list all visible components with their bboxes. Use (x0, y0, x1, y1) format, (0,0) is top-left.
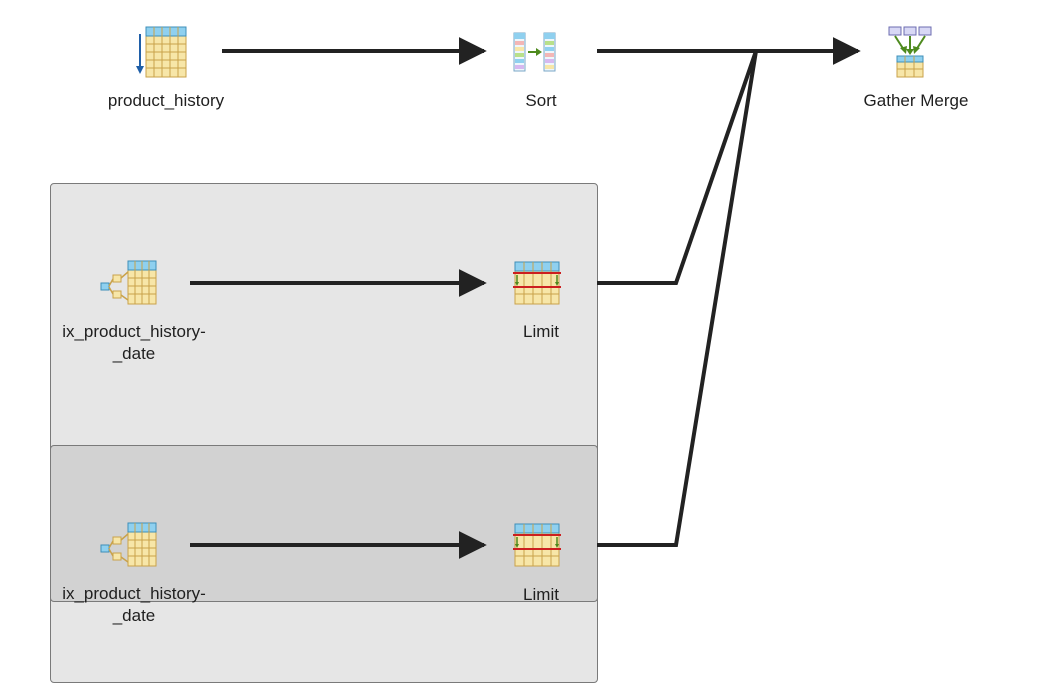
node-label: Limit (523, 322, 559, 341)
edge-limit-1-to-gather-merge (597, 50, 758, 285)
node-product-history[interactable]: product_history (76, 24, 256, 124)
node-label: ix_product_history- _date (62, 322, 206, 363)
index-scan-icon (100, 522, 157, 567)
plan-edges (190, 37, 861, 559)
edge-limit-2-to-gather-merge (597, 50, 758, 547)
node-label: Sort (525, 91, 557, 110)
node-index-scan-1[interactable]: ix_product_history- _date (44, 256, 224, 366)
index-scan-icon (100, 260, 157, 305)
node-label: ix_product_history- _date (62, 584, 206, 625)
node-limit-2[interactable]: Limit (451, 518, 631, 618)
node-limit-1[interactable]: Limit (451, 256, 631, 356)
node-index-scan-2[interactable]: ix_product_history- _date (44, 518, 224, 628)
node-label: Gather Merge (863, 91, 969, 110)
node-label: product_history (107, 91, 225, 110)
sort-icon (513, 32, 556, 72)
seq-scan-icon (136, 26, 187, 78)
limit-icon (513, 523, 561, 567)
gather-merge-icon (888, 26, 932, 78)
limit-icon (513, 261, 561, 305)
node-label: Limit (523, 585, 559, 604)
node-gather-merge[interactable]: Gather Merge (826, 24, 1006, 124)
node-sort[interactable]: Sort (451, 24, 631, 124)
